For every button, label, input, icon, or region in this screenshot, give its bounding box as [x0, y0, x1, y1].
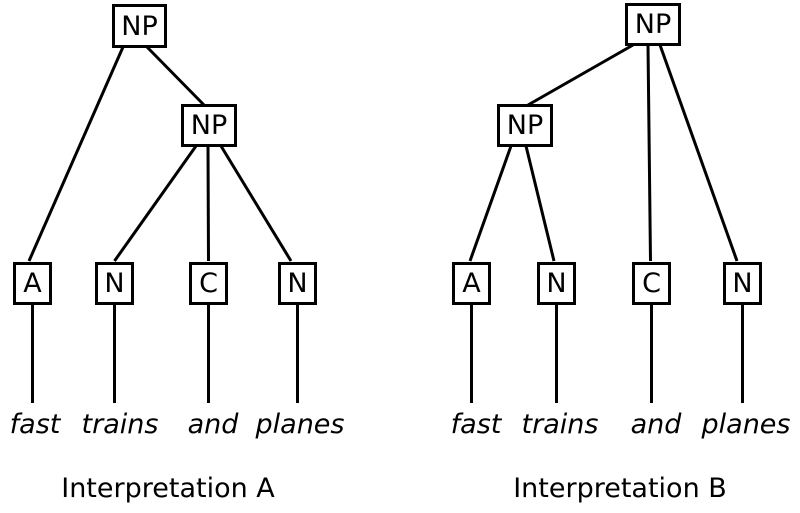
tree-a-word-fast: fast [9, 409, 61, 440]
tree-a-inner-np-node: NP [181, 104, 237, 147]
tree-a-word-and: and [187, 409, 239, 440]
tree-b-word-planes: planes [701, 409, 791, 440]
tree-b-word-fast: fast [450, 409, 502, 440]
edge-b-root-to-n2 [658, 44, 739, 262]
edge-b-np-to-n1 [524, 145, 556, 262]
tree-b-root-np-node: NP [625, 3, 681, 46]
edge-a-np-to-c [206, 145, 210, 262]
tree-a-root-np-node: NP [112, 4, 167, 48]
tree-b-leaf-node-c: C [632, 262, 671, 305]
edge-b-root-to-np [527, 43, 634, 107]
tree-b-leaf-node-n1: N [537, 262, 576, 305]
tree-b-inner-np-node: NP [497, 104, 553, 147]
tree-b-word-trains: trains [521, 409, 599, 440]
tree-b-leaf-node-a: A [452, 262, 491, 305]
tree-a-leaf-node-a: A [13, 262, 52, 305]
tree-b-word-and: and [630, 409, 682, 440]
tree-a-edges [27, 45, 299, 403]
tree-b-caption: Interpretation B [513, 473, 727, 504]
edge-a-np-to-n1 [113, 145, 198, 262]
edge-a-np-to-n2 [219, 145, 293, 262]
tree-a-word-planes: planes [255, 409, 345, 440]
tree-a-caption: Interpretation A [61, 473, 275, 504]
tree-b-edges [468, 43, 744, 403]
tree-a-leaf-node-n1: N [95, 262, 134, 305]
edge-b-root-to-c [646, 44, 652, 262]
tree-a-word-trains: trains [81, 409, 159, 440]
tree-b-leaf-node-n2: N [723, 262, 762, 305]
edge-a-root-to-a [27, 46, 125, 262]
edge-b-np-to-a [468, 145, 513, 262]
tree-a-leaf-node-n2: N [278, 262, 317, 305]
edge-a-root-to-np [145, 45, 206, 107]
tree-a-leaf-node-c: C [189, 262, 228, 305]
